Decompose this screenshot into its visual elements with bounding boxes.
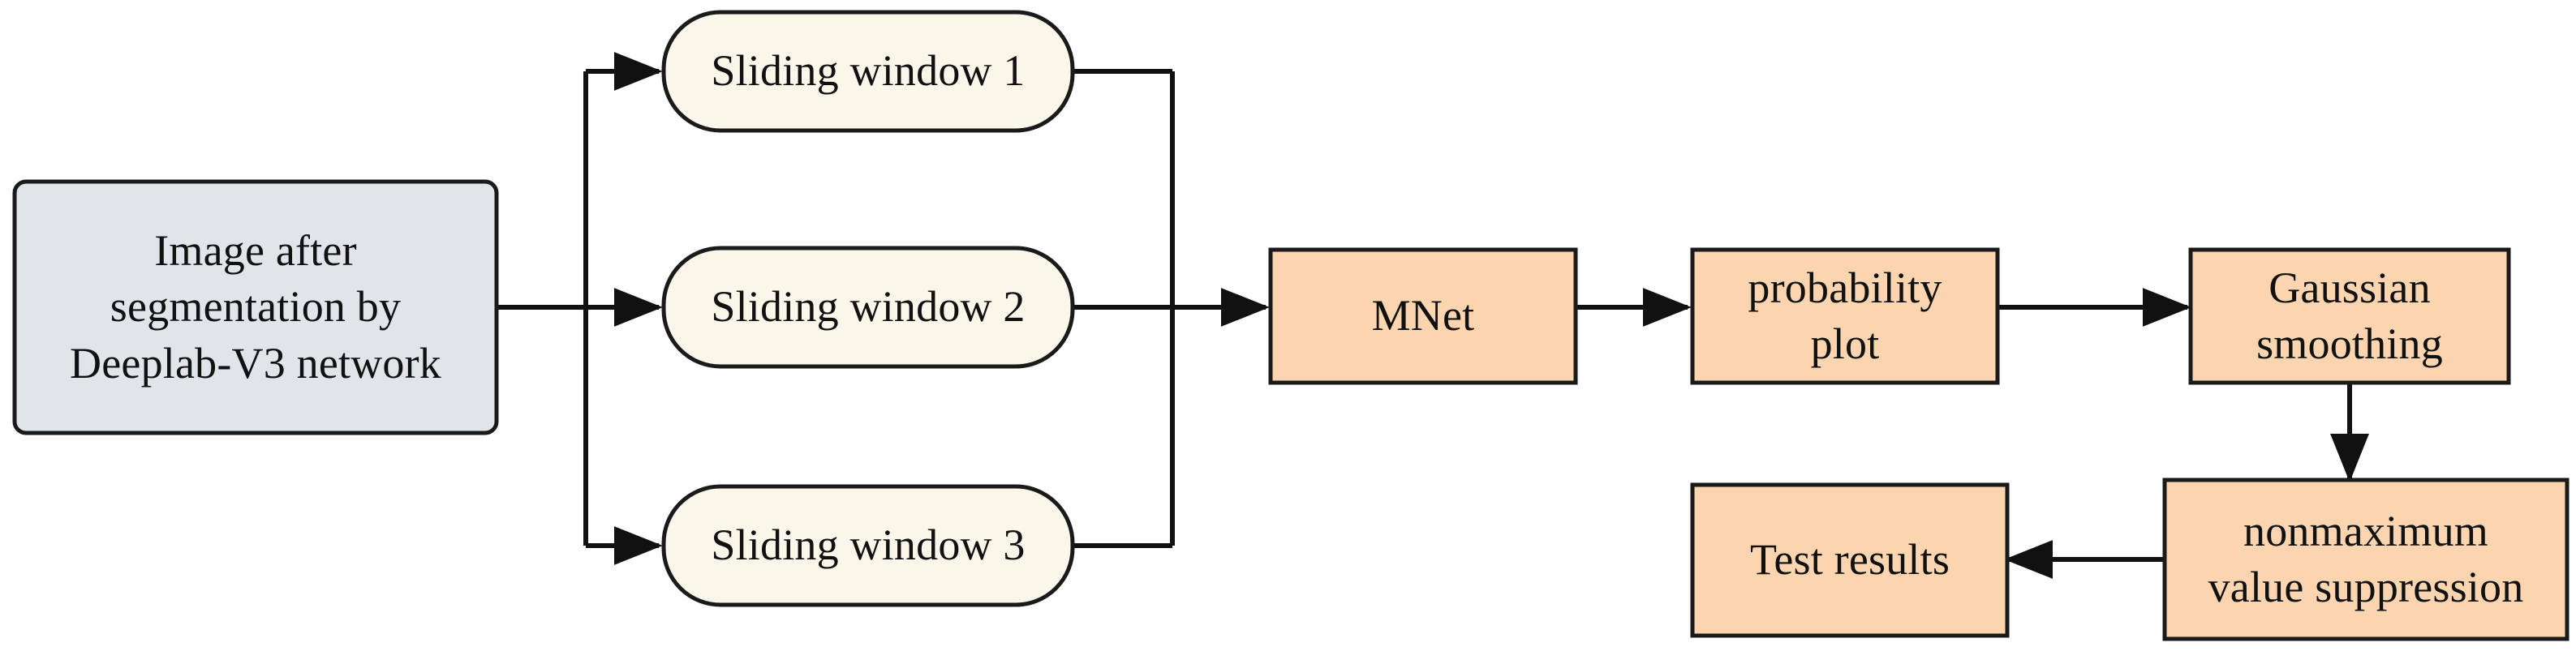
node-probability-plot[interactable]	[1690, 247, 2000, 385]
node-sliding-window-3[interactable]	[661, 484, 1075, 607]
node-sliding-window-2[interactable]	[661, 246, 1075, 369]
node-nonmaximum-value-suppression[interactable]	[2162, 478, 2570, 641]
node-input-image[interactable]	[12, 179, 499, 435]
node-mnet[interactable]	[1268, 247, 1578, 385]
node-sliding-window-1[interactable]	[661, 10, 1075, 133]
node-test-results[interactable]	[1690, 482, 2010, 638]
node-gaussian-smoothing[interactable]	[2188, 247, 2511, 385]
